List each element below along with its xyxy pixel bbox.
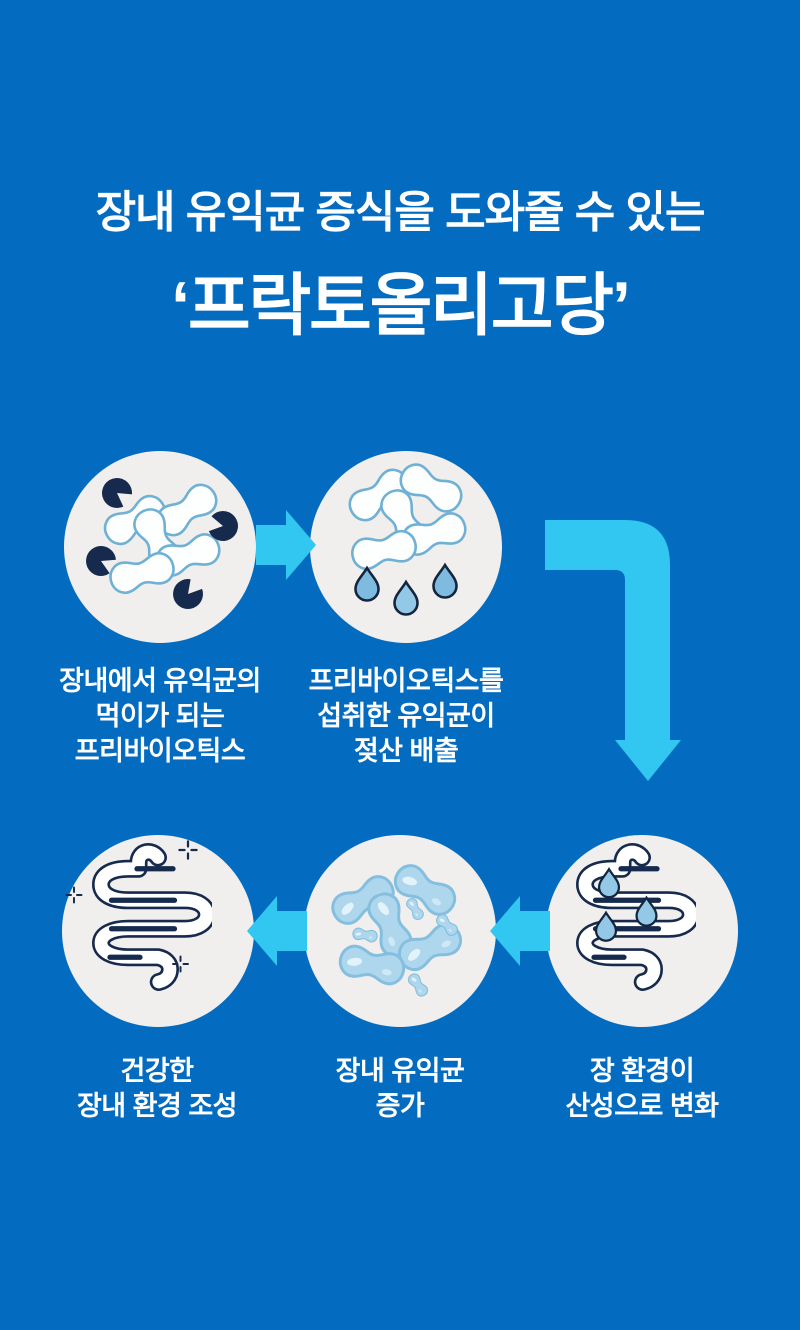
step-5-label-line: 건강한: [120, 1056, 194, 1086]
title-subtitle: 장내 유익균 증식을 도와줄 수 있는: [95, 188, 706, 237]
step-2-label: 프리바이오틱스를 섭취한 유익균이 젖산 배출: [266, 664, 546, 769]
intestine-with-drops-icon: [546, 835, 696, 1000]
increased-good-bacteria-icon: [304, 835, 496, 1027]
step-4-label-line: 증가: [375, 1091, 425, 1121]
step-2-label-line: 섭취한 유익균이: [317, 701, 495, 731]
step-3-circle: [546, 835, 738, 1027]
step-1-label-line: 프리바이오틱스: [74, 736, 246, 766]
arrow-left-icon: [490, 896, 550, 966]
step-3-label-line: 장 환경이: [589, 1056, 695, 1086]
step-1-circle: [64, 451, 256, 643]
step-3-label: 장 환경이 산성으로 변화: [502, 1054, 782, 1124]
arrow-elbow-down-icon: [545, 520, 681, 781]
step-5-circle: [62, 835, 254, 1027]
arrow-left-icon: [247, 896, 307, 966]
step-2-circle: [310, 451, 502, 643]
step-4-label-line: 장내 유익균: [335, 1056, 465, 1086]
step-1-label: 장내에서 유익균의 먹이가 되는 프리바이오틱스: [20, 664, 300, 769]
step-4-label: 장내 유익균 증가: [260, 1054, 540, 1124]
step-5-label: 건강한 장내 환경 조성: [17, 1054, 297, 1124]
arrow-right-icon: [256, 510, 316, 580]
step-3-label-line: 산성으로 변화: [565, 1091, 719, 1121]
step-1-label-line: 장내에서 유익균의: [59, 666, 261, 696]
title-main: ‘프락토올리고당’: [171, 268, 631, 344]
prebiotics-and-bacteria-icon: [81, 472, 241, 616]
step-4-circle: [304, 835, 496, 1027]
healthy-intestine-sparkle-icon: [65, 840, 212, 1000]
step-1-label-line: 먹이가 되는: [95, 701, 225, 731]
bacteria-lactic-acid-drops-icon: [342, 458, 471, 616]
step-2-label-line: 젖산 배출: [353, 736, 459, 766]
step-5-label-line: 장내 환경 조성: [76, 1091, 238, 1121]
step-2-label-line: 프리바이오틱스를: [308, 666, 504, 696]
